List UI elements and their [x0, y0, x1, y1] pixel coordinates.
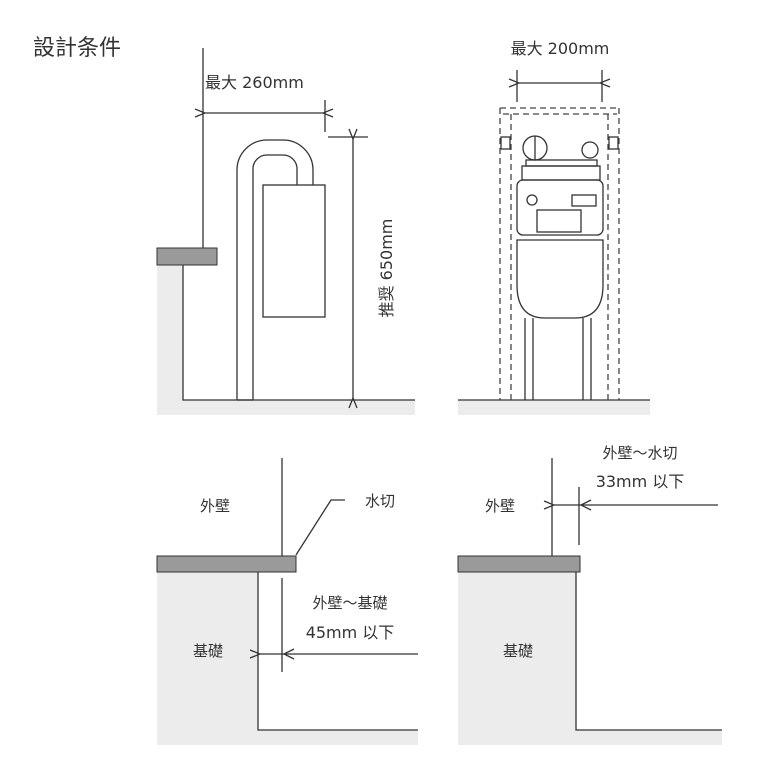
dimension-label-title: 外壁〜基礎	[312, 594, 387, 612]
pipe-outer	[236, 139, 314, 400]
wall-to-foundation-detail: 外壁 水切 外壁〜基礎 45mm 以下 基礎	[156, 458, 418, 745]
foundation-fill	[458, 572, 576, 745]
dimension-label-value: 33mm 以下	[596, 472, 685, 491]
ledge	[156, 247, 218, 266]
ground-fill	[183, 400, 415, 415]
flashing-ledge	[457, 555, 581, 573]
foundation-line	[575, 572, 722, 731]
foundation-fill	[157, 265, 183, 415]
ground-fill	[258, 730, 418, 745]
ground-fill	[458, 400, 650, 415]
meter-lower-case	[516, 239, 604, 319]
wall-label: 外壁	[200, 497, 230, 515]
foundation-label: 基礎	[193, 642, 223, 660]
dimension-label-title: 外壁〜水切	[602, 444, 677, 462]
foundation-line	[257, 572, 418, 731]
ground-fill	[576, 730, 722, 745]
wall-mount-side-view: 最大 260mm 推奨 650mm	[156, 48, 415, 415]
pipe-inner	[252, 154, 298, 400]
heater-unit	[262, 184, 326, 318]
meter-collar	[521, 165, 601, 181]
flashing-ledge	[156, 555, 297, 573]
meter-display	[536, 209, 582, 233]
meter-label-plate	[571, 194, 597, 207]
meter-top-bar	[525, 159, 598, 167]
wall-to-flashing-detail: 外壁〜水切 33mm 以下 外壁 基礎	[457, 444, 722, 745]
bracket-right	[608, 136, 619, 150]
wall-label: 外壁	[485, 497, 515, 515]
outlet-pipe	[581, 141, 599, 159]
foundation-line	[182, 265, 415, 401]
meter-body	[516, 179, 604, 236]
flashing-leader-line	[295, 499, 345, 556]
flashing-label: 水切	[365, 492, 395, 510]
page-title: 設計条件	[33, 36, 121, 61]
max-width-label: 最大 260mm	[205, 73, 304, 92]
bracket-left	[500, 136, 511, 150]
foundation-fill	[157, 572, 258, 745]
max-width-label: 最大 200mm	[511, 39, 610, 58]
gas-meter-front-view: 最大 200mm	[458, 39, 650, 415]
arrowhead	[282, 648, 295, 660]
dimension-label-value: 45mm 以下	[306, 623, 395, 642]
meter-indicator	[526, 194, 538, 206]
recommended-height-label: 推奨 650mm	[377, 219, 396, 318]
arrowhead	[579, 499, 592, 511]
foundation-label: 基礎	[503, 642, 533, 660]
